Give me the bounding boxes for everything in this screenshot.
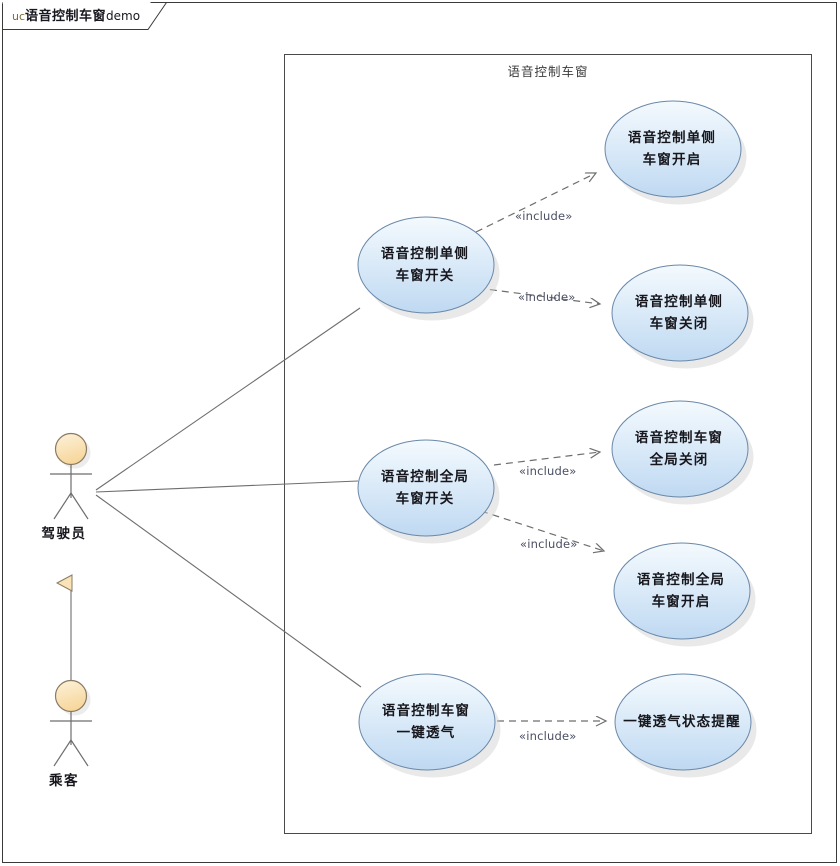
actor-driver-label: 驾驶员	[41, 526, 87, 542]
diagram-title-keyword: uc	[12, 10, 26, 23]
include-label-global-close: «include»	[519, 464, 577, 478]
diagram-frame-tab: uc语音控制车窗demo	[2, 2, 167, 30]
include-label-single-open: «include»	[515, 209, 573, 223]
actor-stick-figure-icon	[50, 432, 92, 520]
diagram-title: uc语音控制车窗demo	[12, 8, 140, 25]
use-case-single-toggle[interactable]: 语音控制单侧车窗开关	[356, 215, 500, 321]
actor-passenger-label: 乘客	[49, 773, 79, 789]
actor-driver[interactable]: 驾驶员	[42, 430, 98, 542]
use-case-label: 语音控制车窗一键透气	[381, 702, 471, 741]
use-case-single-close[interactable]: 语音控制单侧车窗关闭	[610, 263, 754, 369]
include-label-global-open: «include»	[520, 537, 578, 551]
use-case-label: 语音控制车窗全局关闭	[634, 429, 724, 468]
use-case-label: 一键透气状态提醒	[623, 713, 741, 730]
actor-stick-figure-icon	[50, 679, 92, 767]
use-case-label: 语音控制全局车窗开关	[380, 468, 470, 507]
use-case-label: 语音控制单侧车窗开关	[380, 245, 470, 284]
use-case-vent[interactable]: 语音控制车窗一键透气	[357, 672, 501, 778]
use-case-global-close[interactable]: 语音控制车窗全局关闭	[610, 399, 754, 505]
use-case-global-toggle[interactable]: 语音控制全局车窗开关	[356, 438, 500, 544]
use-case-vent-notify[interactable]: 一键透气状态提醒	[613, 672, 757, 778]
use-case-label: 语音控制单侧车窗开启	[627, 129, 717, 168]
use-case-label: 语音控制单侧车窗关闭	[634, 293, 724, 332]
actor-passenger[interactable]: 乘客	[46, 677, 98, 789]
use-case-single-open[interactable]: 语音控制单侧车窗开启	[603, 99, 747, 205]
include-label-single-close: «include»	[518, 290, 576, 304]
use-case-global-open[interactable]: 语音控制全局车窗开启	[612, 541, 756, 647]
include-label-vent-notify: «include»	[519, 729, 577, 743]
use-case-label: 语音控制全局车窗开启	[636, 571, 726, 610]
diagram-title-suffix: demo	[106, 9, 141, 23]
diagram-title-name: 语音控制车窗	[25, 9, 107, 24]
system-boundary-label: 语音控制车窗	[507, 64, 589, 79]
